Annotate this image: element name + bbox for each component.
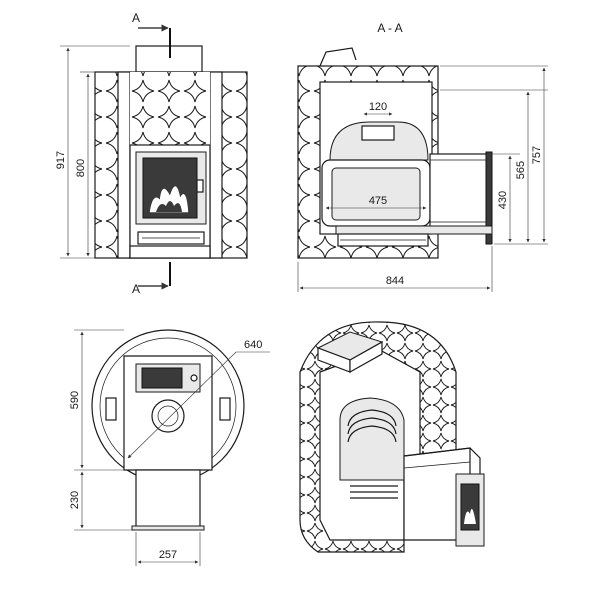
dim-section-firebox-width: 475 — [369, 195, 387, 207]
cut-marker-top: A — [132, 11, 140, 25]
dim-section-door-height: 430 — [497, 191, 509, 209]
plan-channel — [135, 469, 201, 529]
dim-section-top-width: 120 — [369, 101, 387, 113]
front-band-left — [117, 71, 131, 259]
dim-plan-depth: 590 — [69, 391, 81, 409]
dim-section-inner-height: 565 — [515, 161, 527, 179]
front-door-handle — [196, 179, 204, 193]
cutaway-view — [299, 321, 485, 553]
dim-plan-channel-depth: 230 — [69, 491, 81, 509]
section-door — [485, 151, 493, 245]
plan-flue — [151, 399, 185, 433]
plan-view: 640 590 230 257 — [69, 329, 270, 566]
dim-front-total-height: 917 — [55, 151, 67, 169]
section-firebox-dome — [329, 121, 429, 161]
cutaway-firebox — [339, 397, 405, 481]
section-view: A - A 120 475 844 — [297, 21, 548, 292]
section-lid — [319, 47, 357, 67]
dim-section-total-depth: 844 — [386, 275, 404, 287]
cut-marker-bottom: A — [132, 282, 140, 296]
section-feed-channel — [429, 153, 489, 229]
section-title: A - A — [377, 21, 402, 35]
dim-plan-channel-width: 257 — [159, 549, 177, 561]
dim-section-total-height: 757 — [531, 146, 543, 164]
cutaway-flame-icon — [464, 508, 476, 524]
front-view: A A 917 800 — [55, 11, 248, 296]
dim-front-body-height: 800 — [75, 159, 87, 177]
front-band-right — [209, 71, 223, 259]
dim-plan-diameter: 640 — [244, 339, 262, 351]
